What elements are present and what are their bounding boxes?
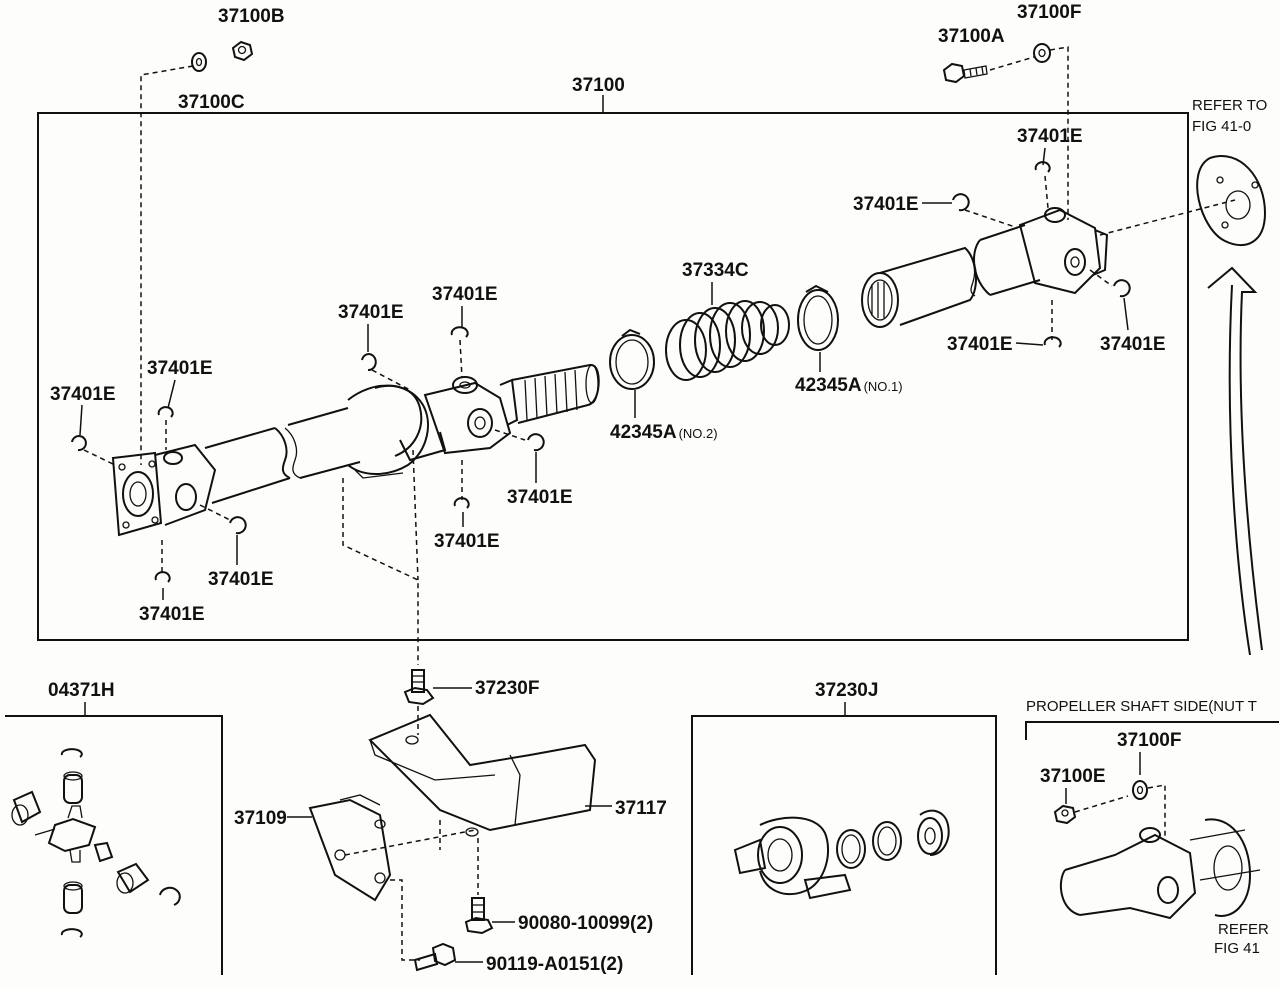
slip-yoke [861, 224, 1041, 328]
bolt-90119 [413, 942, 457, 972]
label-37100f-b: 37100F [1117, 730, 1181, 751]
label-37334c: 37334C [682, 260, 749, 281]
washer-37100c [191, 52, 207, 72]
bolt-90080 [464, 897, 494, 935]
flange-yoke-left [111, 443, 217, 537]
center-bearing [347, 384, 447, 479]
nut-37100e [1053, 804, 1077, 825]
dash-bearing-bracket [342, 478, 419, 665]
bracket-37117 [368, 713, 597, 837]
dash-37100c [140, 65, 194, 465]
label-37401e-1: 37401E [50, 384, 116, 405]
clamp-no2 [609, 328, 655, 390]
label-37100e: 37100E [1040, 766, 1106, 787]
label-37109: 37109 [234, 808, 287, 829]
label-90119: 90119-A0151(2) [486, 954, 623, 975]
refer-bot-line1: REFER [1218, 921, 1269, 938]
label-prop-side: PROPELLER SHAFT SIDE(NUT T [1026, 698, 1257, 715]
label-37401e-10: 37401E [1017, 126, 1083, 147]
label-90080: 90080-10099(2) [518, 913, 653, 934]
label-37401e-2: 37401E [147, 358, 213, 379]
bracket-37109 [308, 794, 392, 902]
boot-37334c [665, 300, 790, 381]
assembly-frame [37, 112, 1189, 641]
label-37100: 37100 [572, 75, 625, 96]
bearing-kit-frame [691, 715, 997, 975]
refer-top-line1: REFER TO [1192, 97, 1267, 114]
prop-side-frame [1025, 721, 1279, 740]
nut-37100b [231, 40, 254, 62]
ref-flange-top [1196, 155, 1267, 246]
label-04371h: 04371H [48, 680, 115, 701]
label-37100c: 37100C [178, 92, 245, 113]
ujoint-right [1018, 207, 1109, 295]
label-37117: 37117 [615, 798, 667, 819]
label-37401e-11: 37401E [1100, 334, 1166, 355]
label-37401e-6: 37401E [432, 284, 498, 305]
label-42345a-no2: 42345A(NO.2) [610, 422, 718, 443]
bearing-kit-parts [733, 809, 950, 900]
spline-shaft [511, 364, 600, 424]
refer-bot-line2: FIG 41 [1214, 940, 1260, 957]
label-37401e-4: 37401E [139, 604, 205, 625]
ujoint-kit-frame [5, 715, 223, 975]
label-37401e-12: 37401E [947, 334, 1013, 355]
label-37401e-8: 37401E [434, 531, 500, 552]
snap-dashes [83, 175, 1113, 575]
prop-side-yoke [1059, 818, 1261, 920]
label-42345a-no1: 42345A(NO.1) [795, 375, 903, 396]
label-37100f: 37100F [1017, 2, 1081, 23]
label-37230f: 37230F [475, 678, 539, 699]
washer-37100f [1033, 43, 1051, 63]
bolt-37100a [942, 62, 988, 84]
label-37401e-9: 37401E [853, 194, 919, 215]
center-ujoint [423, 376, 519, 455]
label-37401e-7: 37401E [507, 487, 573, 508]
snap-ring-group [71, 161, 1131, 583]
snap-leaders [79, 147, 1129, 600]
label-37100b: 37100B [218, 6, 285, 27]
label-37401e-3: 37401E [208, 569, 274, 590]
ujoint-kit-parts [11, 748, 181, 938]
tube-left [204, 407, 361, 504]
label-37100a: 37100A [938, 26, 1005, 47]
arrow-curve [1228, 284, 1251, 656]
washer-37100f-b [1132, 780, 1148, 800]
refer-top-line2: FIG 41-0 [1192, 118, 1251, 135]
label-37401e-5: 37401E [338, 302, 404, 323]
bolt-37230f [403, 669, 435, 706]
label-37230j: 37230J [815, 680, 878, 701]
clamp-no1 [797, 284, 839, 351]
